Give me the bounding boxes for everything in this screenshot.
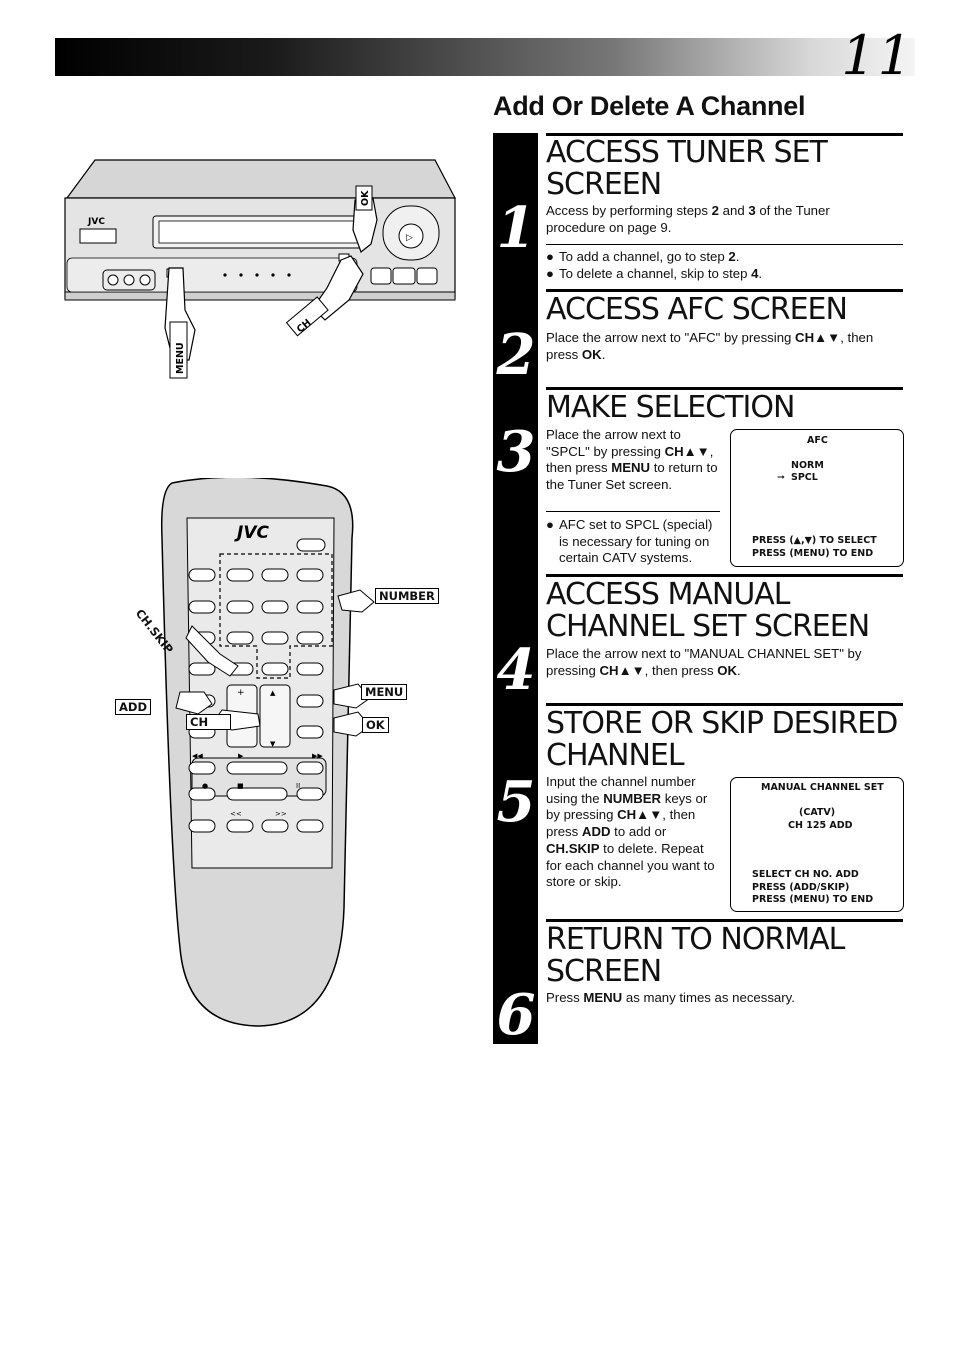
remote-illustration: JVC + ▲ ▼ ◀◀ (160, 478, 375, 1027)
step-2-rule (546, 289, 903, 292)
step-2-text: Place the arrow next to "AFC" by pressin… (546, 330, 874, 362)
step-3-bullet-1: ●AFC set to SPCL (special) is necessary … (546, 517, 713, 565)
step-5-rule (546, 703, 903, 706)
step-1-divider (546, 244, 903, 245)
svg-text:●: ● (202, 782, 208, 790)
manual-screen-catv: (CATV) (799, 807, 836, 818)
step-1-bullet-1: ●To add a channel, go to step 2. (546, 249, 740, 264)
remote-ch-label: CH (186, 714, 232, 730)
step-3-number: 3 (496, 419, 536, 485)
header-gradient-bar (55, 38, 915, 76)
afc-footer-end: PRESS (MENU) TO END (752, 548, 874, 559)
remote-number-label: NUMBER (375, 588, 439, 604)
afc-footer-select: PRESS (▲,▼) TO SELECT (752, 535, 877, 546)
step-4-text: Place the arrow next to "MANUAL CHANNEL … (546, 646, 862, 678)
svg-text:+: + (237, 688, 245, 698)
step-5-heading: STORE OR SKIP DESIRED CHANNEL (546, 706, 898, 773)
step-1-bullet-2: ●To delete a channel, skip to step 4. (546, 266, 763, 281)
remote-menu-label: MENU (361, 684, 408, 700)
step-number-bar (493, 133, 538, 1044)
afc-option-norm: NORM (791, 460, 824, 471)
manual-footer-select: SELECT CH NO. ADD (752, 869, 859, 880)
manual-channel-screen-display: MANUAL CHANNEL SET (CATV) CH 125 ADD SEL… (730, 777, 904, 912)
step-3-divider (546, 511, 720, 512)
step-1-text: Access by performing steps 2 and 3 of th… (546, 203, 830, 235)
step-3-heading: MAKE SELECTION (546, 390, 795, 425)
remote-brand-logo: JVC (234, 523, 269, 543)
step-4-number: 4 (496, 637, 536, 703)
remote-ok-label: OK (362, 717, 389, 733)
manual-footer-end: PRESS (MENU) TO END (752, 894, 874, 905)
svg-text:■: ■ (237, 782, 244, 790)
svg-text:II: II (296, 782, 300, 790)
afc-screen-display: AFC NORM ➞ SPCL PRESS (▲,▼) TO SELECT PR… (730, 429, 904, 567)
step-1-heading: ACCESS TUNER SET SCREEN (546, 135, 828, 202)
vcr-menu-label: MENU (175, 342, 186, 374)
step-6-text: Press MENU as many times as necessary. (546, 990, 795, 1005)
step-6-heading: RETURN TO NORMAL SCREEN (546, 922, 845, 989)
section-title: Add Or Delete A Channel (493, 91, 806, 121)
step-4-rule (546, 574, 903, 577)
step-6-rule (546, 919, 903, 922)
afc-option-spcl: SPCL (791, 472, 818, 483)
vcr-brand-logo: JVC (87, 217, 105, 227)
svg-text:>>: >> (275, 810, 287, 818)
vcr-illustration: JVC ▷ MENU CH OK (64, 159, 456, 379)
svg-text:▶: ▶ (238, 752, 244, 760)
vcr-ok-label: OK (360, 190, 371, 206)
manual-footer-add-skip: PRESS (ADD/SKIP) (752, 882, 850, 893)
step-3-text: Place the arrow next to "SPCL" by pressi… (546, 427, 718, 493)
step-1-rule (546, 133, 903, 136)
afc-screen-title: AFC (807, 435, 828, 446)
manual-screen-title: MANUAL CHANNEL SET (761, 782, 884, 793)
svg-text:▼: ▼ (270, 740, 276, 748)
step-3-rule (546, 387, 903, 390)
step-4-heading: ACCESS MANUAL CHANNEL SET SCREEN (546, 577, 870, 644)
svg-text:◀◀: ◀◀ (192, 752, 203, 760)
svg-text:▲: ▲ (270, 689, 276, 697)
step-1-number: 1 (496, 195, 536, 261)
step-5-number: 5 (496, 769, 536, 835)
svg-text:▷: ▷ (406, 233, 413, 243)
svg-text:<<: << (230, 810, 242, 818)
manual-screen-channel: CH 125 ADD (788, 820, 853, 831)
step-5-text: Input the channel number using the NUMBE… (546, 774, 715, 890)
step-2-number: 2 (496, 322, 536, 388)
afc-arrow-icon: ➞ (777, 472, 785, 483)
page-number: 11 (841, 24, 914, 87)
step-2-heading: ACCESS AFC SCREEN (546, 292, 848, 327)
remote-add-label: ADD (115, 699, 151, 715)
step-6-number: 6 (496, 982, 536, 1048)
svg-text:▶▶: ▶▶ (312, 752, 323, 760)
